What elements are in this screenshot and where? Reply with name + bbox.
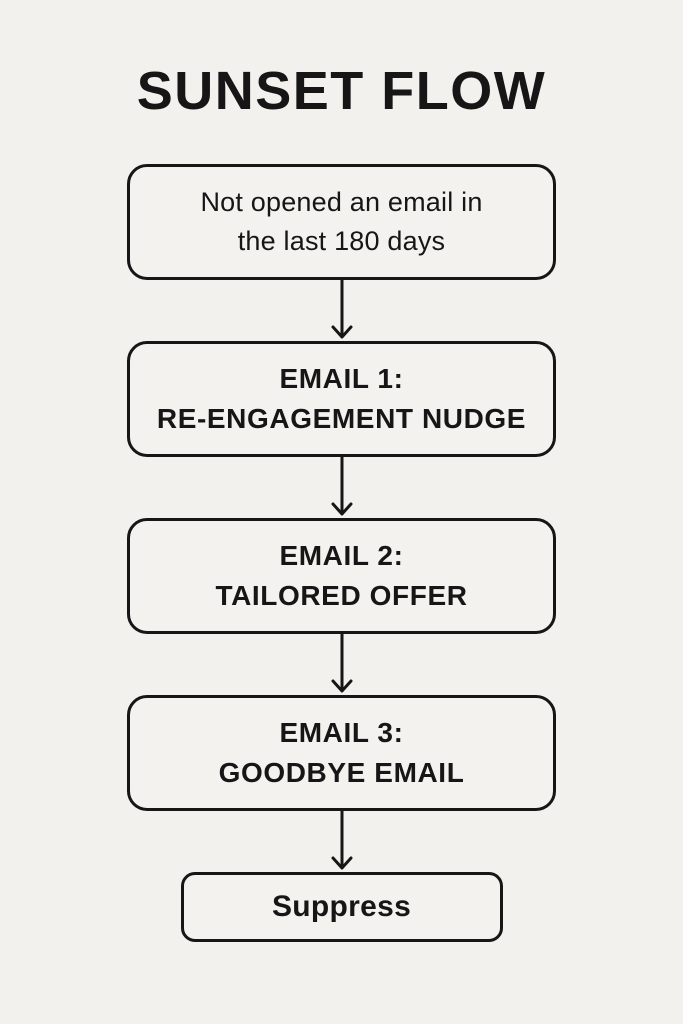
- node-label-line: TAILORED OFFER: [215, 580, 468, 612]
- flow-node-email-1: EMAIL 1: RE-ENGAGEMENT NUDGE: [127, 341, 556, 458]
- node-label-line: the last 180 days: [237, 226, 446, 257]
- flow-node-trigger: Not opened an email in the last 180 days: [127, 164, 556, 281]
- page-title: SUNSET FLOW: [136, 61, 547, 121]
- flow-node-email-3: EMAIL 3: GOODBYE EMAIL: [127, 695, 556, 812]
- node-label-line: EMAIL 1:: [279, 362, 404, 394]
- node-label-line: EMAIL 2:: [279, 539, 404, 571]
- node-label-line: Suppress: [271, 890, 412, 924]
- arrow-down-icon: [327, 811, 357, 872]
- flowchart: Not opened an email in the last 180 days…: [127, 164, 556, 942]
- arrow-down-icon: [327, 634, 357, 695]
- arrow-down-icon: [327, 457, 357, 518]
- node-label-line: EMAIL 3:: [279, 716, 404, 748]
- arrow-down-icon: [327, 280, 357, 341]
- node-label-line: RE-ENGAGEMENT NUDGE: [156, 403, 527, 435]
- flow-node-suppress: Suppress: [180, 872, 503, 942]
- node-label-line: GOODBYE EMAIL: [218, 757, 465, 789]
- node-label-line: Not opened an email in: [200, 187, 483, 218]
- flow-node-email-2: EMAIL 2: TAILORED OFFER: [127, 518, 556, 635]
